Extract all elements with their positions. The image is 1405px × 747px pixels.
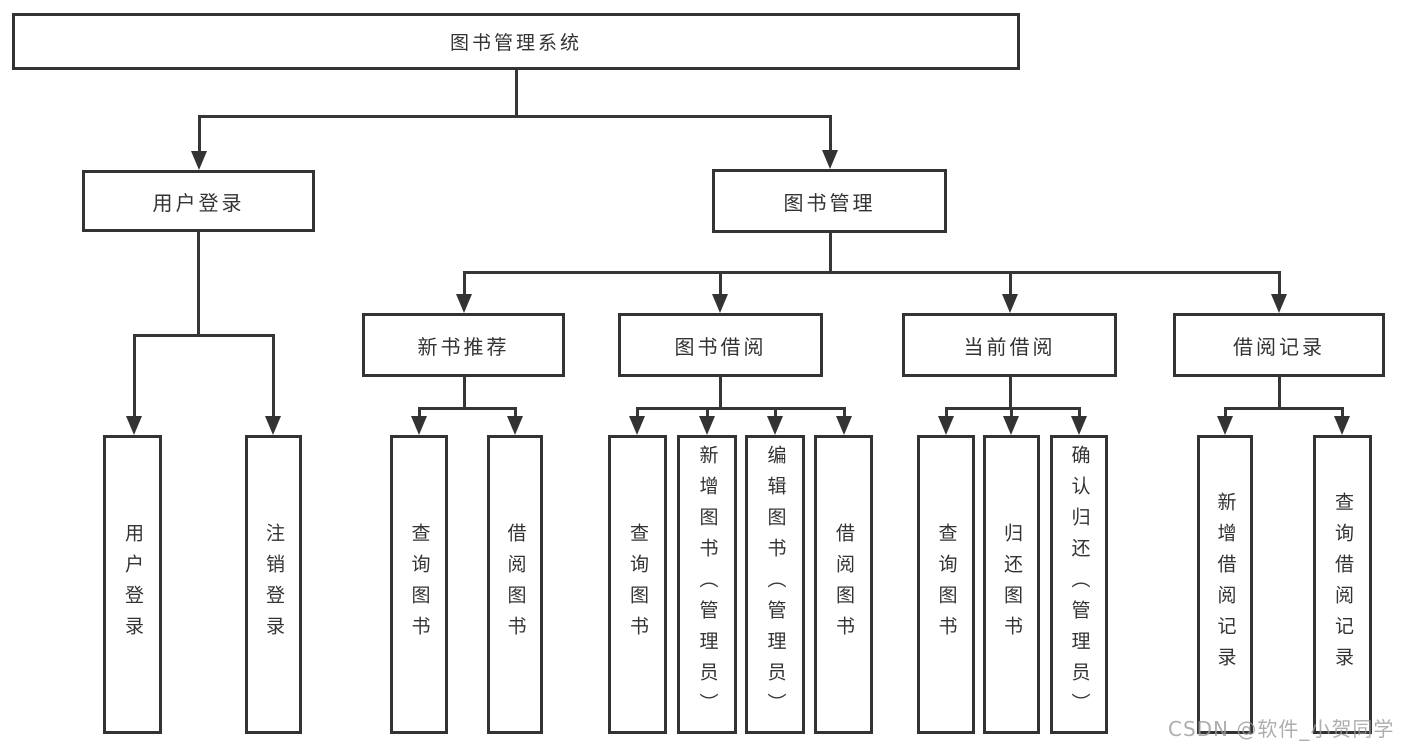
arrow-down-icon <box>1003 416 1019 435</box>
leaf-edit-book-admin: 编辑图书（管理员） <box>745 435 805 734</box>
connector-line <box>828 115 832 152</box>
connector-line <box>1009 407 1013 421</box>
connector-line <box>1223 407 1344 410</box>
node-current-borrowing: 当前借阅 <box>902 313 1117 377</box>
arrow-down-icon <box>1334 416 1350 435</box>
connector-line <box>718 377 722 410</box>
arrow-down-icon <box>1271 294 1287 313</box>
watermark: CSDN @软件_小贺同学 <box>1168 717 1395 741</box>
connector-line <box>196 232 200 337</box>
connector-line <box>1340 407 1344 421</box>
node-borrowing-records: 借阅记录 <box>1173 313 1385 377</box>
connector-line <box>197 115 832 118</box>
arrow-down-icon <box>191 151 207 170</box>
connector-line <box>132 334 275 337</box>
connector-line <box>271 334 275 422</box>
connector-line <box>1277 377 1281 410</box>
leaf-user-login: 用户登录 <box>103 435 162 734</box>
connector-line <box>1223 407 1227 421</box>
connector-line <box>635 407 639 421</box>
leaf-confirm-return-admin: 确认归还（管理员） <box>1050 435 1108 734</box>
arrow-down-icon <box>822 150 838 169</box>
node-new-book-recommendation: 新书推荐 <box>362 313 565 377</box>
connector-line <box>635 407 846 410</box>
arrow-down-icon <box>1071 416 1087 435</box>
connector-line <box>718 271 722 298</box>
leaf-add-book-admin: 新增图书（管理员） <box>677 435 737 734</box>
arrow-down-icon <box>712 294 728 313</box>
arrow-down-icon <box>456 294 472 313</box>
arrow-down-icon <box>126 416 142 435</box>
arrow-down-icon <box>836 416 852 435</box>
connector-line <box>1008 377 1012 410</box>
node-library-system: 图书管理系统 <box>12 13 1020 70</box>
arrow-down-icon <box>411 416 427 435</box>
connector-line <box>705 407 709 421</box>
connector-line <box>944 407 948 421</box>
arrow-down-icon <box>265 416 281 435</box>
leaf-return-books: 归还图书 <box>983 435 1040 734</box>
connector-line <box>1008 271 1012 298</box>
connector-line <box>514 70 518 118</box>
connector-line <box>1277 271 1281 298</box>
arrow-down-icon <box>1002 294 1018 313</box>
arrow-down-icon <box>507 416 523 435</box>
leaf-query-books-borrowing: 查询图书 <box>608 435 667 734</box>
leaf-query-books-current: 查询图书 <box>917 435 975 734</box>
connector-line <box>842 407 846 421</box>
leaf-query-books-recommend: 查询图书 <box>390 435 448 734</box>
leaf-borrow-books-recommend: 借阅图书 <box>487 435 543 734</box>
arrow-down-icon <box>938 416 954 435</box>
node-user-login: 用户登录 <box>82 170 315 232</box>
arrow-down-icon <box>1217 416 1233 435</box>
node-book-management: 图书管理 <box>712 169 947 233</box>
connector-line <box>773 407 777 421</box>
leaf-logout: 注销登录 <box>245 435 302 734</box>
arrow-down-icon <box>629 416 645 435</box>
arrow-down-icon <box>699 416 715 435</box>
connector-line <box>828 233 832 274</box>
node-book-borrowing: 图书借阅 <box>618 313 823 377</box>
leaf-borrow-books-borrowing: 借阅图书 <box>814 435 873 734</box>
leaf-add-borrow-record: 新增借阅记录 <box>1197 435 1253 734</box>
connector-line <box>944 407 1081 410</box>
connector-line <box>197 115 201 153</box>
connector-line <box>462 377 466 410</box>
connector-line <box>1077 407 1081 421</box>
connector-line <box>417 407 421 421</box>
connector-line <box>513 407 517 421</box>
connector-line <box>417 407 517 410</box>
connector-line <box>132 334 136 422</box>
connector-line <box>462 271 1281 274</box>
connector-line <box>462 271 466 298</box>
leaf-query-borrow-record: 查询借阅记录 <box>1313 435 1372 734</box>
arrow-down-icon <box>767 416 783 435</box>
